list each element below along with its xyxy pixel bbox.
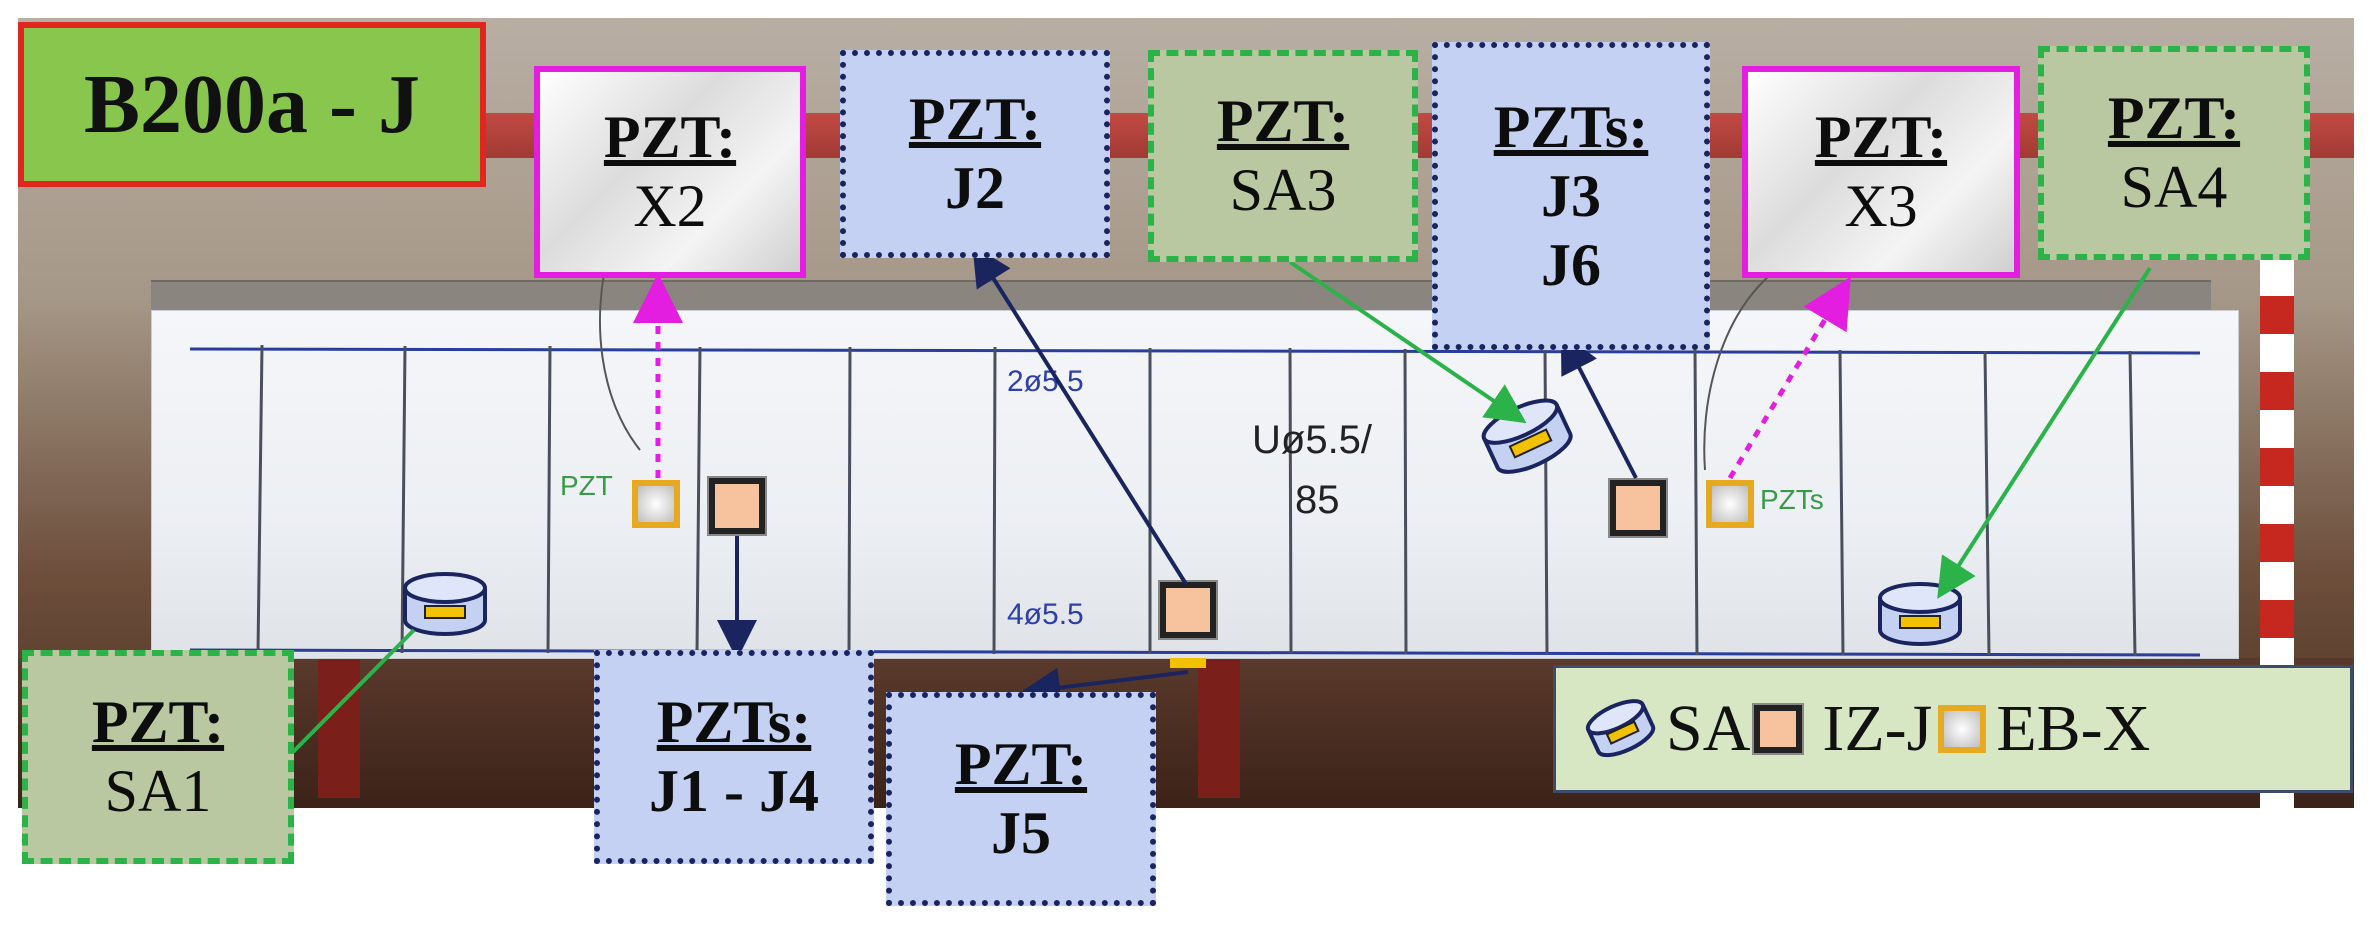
callout-j2: PZT: J2: [840, 50, 1110, 258]
sa-legend-icon: [1585, 699, 1656, 758]
callout-j3j6-heading: PZTs:: [1493, 93, 1649, 160]
pzt-handwriting-left: PZT: [560, 470, 613, 501]
callout-j1j4: PZTs: J1 - J4: [594, 650, 874, 864]
callout-j3j6-value-1: J3: [1541, 162, 1601, 229]
callout-j5-heading: PZT:: [954, 731, 1088, 797]
figure-title: B200a - J: [18, 22, 486, 187]
callout-sa4-value: SA4: [2120, 154, 2228, 220]
callout-sa1-heading: PZT:: [91, 689, 225, 755]
iz-legend-icon: [1752, 703, 1805, 755]
arrow-sa3: [1288, 260, 1527, 424]
arrow-j3j6: [1560, 332, 1638, 479]
top-rebar-label: 2ø5.5: [1007, 365, 1084, 398]
iz-marker-j5: [1158, 580, 1218, 640]
eb-legend-icon: [1938, 705, 1987, 753]
callout-sa3-heading: PZT:: [1216, 88, 1350, 154]
callout-j3j6: PZTs: J3 J6: [1432, 42, 1710, 350]
iz-marker-j3: [1608, 478, 1668, 538]
callout-j5: PZT: J5: [886, 692, 1156, 906]
arrow-j5: [1020, 667, 1189, 708]
legend-item-eb: EB-X: [1932, 691, 2150, 767]
stirrup-label-2: 85: [1295, 478, 1340, 522]
j5-patch: [1170, 658, 1206, 668]
callout-sa4-heading: PZT:: [2107, 85, 2241, 151]
callout-x2-heading: PZT:: [603, 104, 737, 170]
cable-right: [1703, 274, 1771, 471]
callout-j2-heading: PZT:: [908, 86, 1042, 152]
arrow-j2: [972, 245, 1188, 586]
callout-sa1-value: SA1: [104, 758, 212, 824]
callout-sa3: PZT: SA3: [1148, 50, 1418, 262]
top-rebar-line: [189, 347, 2201, 355]
sa-icon-sa1: [403, 572, 487, 636]
pzt-handwriting-right: PZTs: [1760, 484, 1824, 515]
legend-item-sa: SA: [1582, 691, 1750, 767]
callout-j5-value: J5: [991, 800, 1051, 866]
legend-item-iz: IZ-J: [1750, 691, 1932, 767]
callout-sa4: PZT: SA4: [2038, 46, 2310, 260]
callout-x2-value: X2: [633, 173, 707, 239]
legend-iz-label: IZ-J: [1822, 692, 1933, 765]
callout-j1j4-heading: PZTs:: [656, 689, 812, 755]
iz-marker-j1: [707, 476, 767, 536]
callout-sa1: PZT: SA1: [22, 650, 294, 864]
eb-marker-x3: [1706, 480, 1754, 528]
stirrup-label-1: Uø5.5/: [1252, 418, 1373, 462]
callout-j3j6-value-2: J6: [1541, 231, 1601, 298]
stirrup-lines: [256, 344, 2137, 657]
callout-x3: PZT: X3: [1742, 66, 2020, 278]
arrow-sa1: [288, 628, 416, 757]
callout-j1j4-value: J1 - J4: [649, 758, 819, 824]
bottom-rebar-label: 4ø5.5: [1007, 598, 1084, 631]
callout-x3-value: X3: [1844, 173, 1918, 239]
callout-j2-value: J2: [945, 155, 1005, 221]
callout-x3-heading: PZT:: [1814, 104, 1948, 170]
bottom-rebar-line: [189, 648, 2201, 657]
arrow-sa4: [1937, 266, 2152, 599]
legend-sa-label: SA: [1666, 692, 1751, 765]
legend-eb-label: EB-X: [1996, 692, 2151, 765]
eb-marker-x2: [632, 480, 680, 528]
legend: SA IZ-J EB-X: [1553, 665, 2353, 793]
sa-icon-sa4: [1878, 582, 1962, 646]
callout-x2: PZT: X2: [534, 66, 806, 278]
callout-sa3-value: SA3: [1229, 157, 1337, 223]
arrow-x3: [1727, 276, 1851, 480]
